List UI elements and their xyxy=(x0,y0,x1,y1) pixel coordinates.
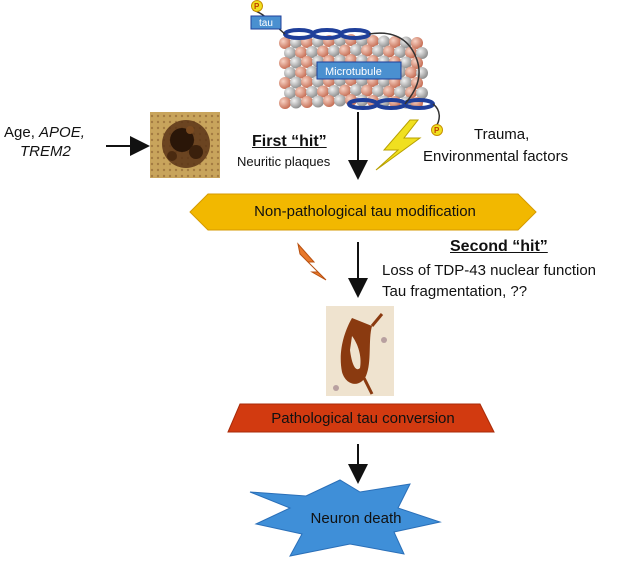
tubulin-sphere xyxy=(405,66,417,79)
tubulin-sphere xyxy=(312,95,324,108)
tubulin-sphere xyxy=(290,56,302,69)
risk-factor-trem2: TREM2 xyxy=(20,143,71,160)
tubulin-sphere xyxy=(306,86,318,98)
neuron-death-star xyxy=(249,479,442,557)
tubulin-sphere xyxy=(416,87,428,99)
tubulin-sphere xyxy=(279,37,291,49)
neuron-death-label: Neuron death xyxy=(310,510,402,527)
first-hit-detail: Neuritic plaques xyxy=(237,154,331,169)
tubulin-sphere xyxy=(284,47,296,59)
tubulin-sphere xyxy=(290,76,302,89)
microtubule-illustration: tau Microtubule P P xyxy=(250,0,443,136)
lightning-icon xyxy=(375,119,422,171)
tubulin-sphere xyxy=(323,95,335,107)
tubulin-sphere xyxy=(339,84,351,97)
neuron-tangle-image xyxy=(326,306,394,396)
second-hit-line2: Tau fragmentation, ?? xyxy=(382,283,528,300)
tubulin-sphere xyxy=(279,77,291,89)
tubulin-sphere xyxy=(317,45,329,58)
neuritic-plaque-image xyxy=(150,112,220,178)
pathological-trapezoid xyxy=(227,403,495,433)
tubulin-sphere xyxy=(328,45,340,57)
phosphate-icon xyxy=(251,0,263,12)
non-pathological-hexagon xyxy=(189,193,537,231)
tubulin-sphere xyxy=(361,84,373,97)
tubulin-sphere xyxy=(411,37,423,49)
risk-factor-apoe: APOE, xyxy=(39,124,85,141)
tubulin-sphere xyxy=(411,57,423,69)
tubulin-sphere xyxy=(306,66,318,78)
tubulin-sphere xyxy=(383,45,395,58)
tubulin-sphere xyxy=(367,35,379,47)
tubulin-sphere xyxy=(400,76,412,89)
tubulin-sphere xyxy=(394,46,406,58)
microtubule-label-box xyxy=(316,61,402,80)
first-hit-title: First “hit” xyxy=(252,133,327,150)
phosphate-label: P xyxy=(254,2,260,11)
tubulin-sphere xyxy=(301,56,313,68)
tubulin-sphere xyxy=(350,84,362,96)
tubulin-sphere xyxy=(339,44,351,57)
tubulin-sphere xyxy=(389,36,401,48)
tubulin-sphere xyxy=(279,97,291,109)
tubulin-sphere xyxy=(350,44,362,56)
tubulin-sphere xyxy=(378,35,390,48)
lightning-orange-icon xyxy=(297,242,327,281)
second-hit-line1: Loss of TDP-43 nuclear function xyxy=(382,262,597,279)
tubulin-sphere xyxy=(400,56,412,69)
tubulin-sphere xyxy=(295,46,307,59)
tubulin-sphere xyxy=(306,46,318,58)
tubulin-sphere xyxy=(394,86,406,98)
risk-factors-line1: Age, APOE, xyxy=(4,124,85,142)
tubulin-sphere xyxy=(361,44,373,57)
tubulin-sphere xyxy=(284,67,296,79)
tubulin-sphere xyxy=(328,85,340,97)
microtubule-label: Microtubule xyxy=(325,66,382,78)
phosphate-label: P xyxy=(434,126,440,135)
tubulin-sphere xyxy=(290,96,302,109)
environment-line2: Environmental factors xyxy=(423,148,569,165)
tubulin-sphere xyxy=(301,76,313,88)
tubulin-sphere xyxy=(405,46,417,59)
non-pathological-label: Non-pathological tau modification xyxy=(254,203,476,220)
pathological-label: Pathological tau conversion xyxy=(271,410,455,427)
tubulin-sphere xyxy=(372,85,384,97)
environment-line1: Trauma, xyxy=(474,126,530,143)
tubulin-sphere xyxy=(372,45,384,57)
tubulin-sphere xyxy=(295,86,307,99)
phosphate-icon xyxy=(431,124,443,136)
tubulin-sphere xyxy=(284,87,296,99)
tubulin-sphere xyxy=(279,57,291,69)
tubulin-sphere xyxy=(295,66,307,79)
tubulin-sphere xyxy=(334,94,346,107)
tubulin-sphere xyxy=(317,85,329,98)
tubulin-sphere xyxy=(383,85,395,98)
tubulin-sphere xyxy=(301,96,313,108)
tubulin-sphere xyxy=(416,47,428,59)
second-hit-title: Second “hit” xyxy=(450,238,548,255)
tau-label-box xyxy=(250,15,282,30)
risk-factor-age: Age, xyxy=(4,124,40,141)
risk-factors-line2: TREM2 xyxy=(20,143,71,161)
tau-label: tau xyxy=(259,18,273,29)
